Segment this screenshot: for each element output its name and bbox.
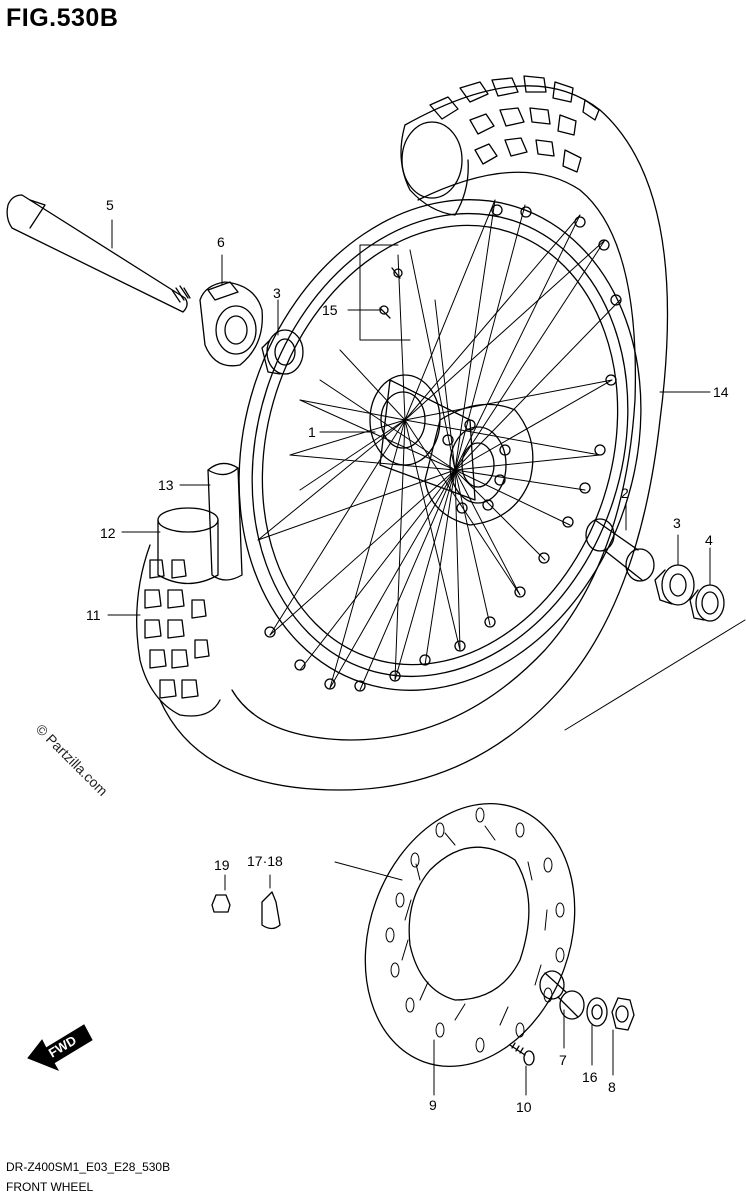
watermark: © Partzilla.com	[33, 721, 111, 799]
rim	[238, 199, 642, 691]
spoke-nipples	[264, 204, 622, 692]
valve	[261, 891, 281, 930]
forward-arrow-icon: FWD	[27, 1024, 93, 1071]
callout-3-right: 3	[673, 515, 681, 531]
inner-tube	[207, 462, 243, 581]
spacer	[585, 518, 655, 582]
speedometer-gearbox	[199, 281, 263, 367]
callout-17-18: 17·18	[247, 853, 283, 869]
callout-5: 5	[106, 197, 114, 213]
callout-14: 14	[713, 384, 729, 400]
callout-labels: 5 6 3 15 1 13 12 11 14 2 3 4 7 16 8 9 10…	[86, 197, 729, 1115]
axle	[6, 194, 191, 313]
callout-2: 2	[621, 485, 629, 501]
hub	[369, 374, 534, 526]
callout-19: 19	[214, 857, 230, 873]
spokes	[257, 199, 621, 691]
callout-7: 7	[559, 1052, 567, 1068]
leader-lines	[107, 219, 746, 1096]
axle-nut	[611, 997, 635, 1031]
callout-10: 10	[516, 1099, 532, 1115]
callout-12: 12	[100, 525, 116, 541]
bearing-left	[261, 329, 304, 375]
callout-15: 15	[322, 302, 338, 318]
valve-cap	[211, 894, 231, 913]
bearing-right	[654, 564, 695, 606]
diagram-name: FRONT WHEEL	[6, 1180, 94, 1194]
brake-disc	[364, 802, 576, 1068]
disc-bolt	[509, 1042, 535, 1066]
callout-11: 11	[86, 607, 101, 623]
spoke-parts	[379, 267, 403, 319]
washer	[586, 997, 608, 1027]
tire-section	[136, 544, 221, 717]
rim-band	[157, 507, 219, 585]
callout-4: 4	[705, 532, 713, 548]
callout-13: 13	[158, 477, 174, 493]
callout-3-left: 3	[273, 285, 281, 301]
callout-6: 6	[217, 234, 225, 250]
callout-9: 9	[429, 1097, 437, 1113]
callout-1: 1	[308, 424, 316, 440]
callout-8: 8	[608, 1079, 616, 1095]
callout-16: 16	[582, 1069, 598, 1085]
spacer-right	[539, 970, 585, 1020]
diagram-code: DR-Z400SM1_E03_E28_530B	[6, 1160, 171, 1174]
figure-title: FIG.530B	[6, 4, 119, 32]
dust-seal	[689, 584, 725, 622]
